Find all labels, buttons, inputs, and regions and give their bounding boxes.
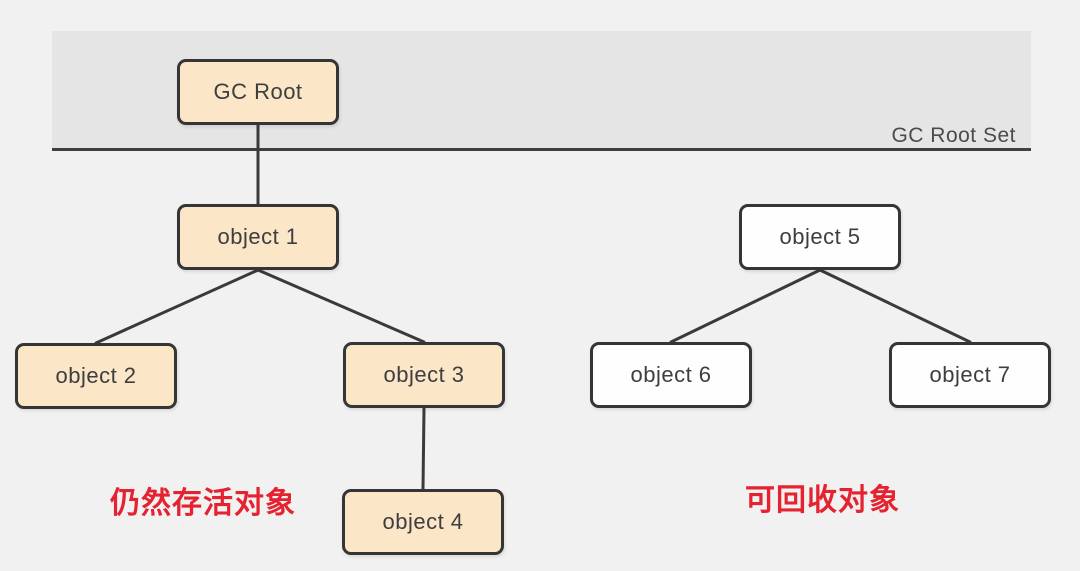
node-gc-root: GC Root	[177, 59, 339, 125]
edge-object3-object4	[421, 406, 426, 491]
node-object-6: object 6	[590, 342, 752, 408]
node-object-5: object 5	[739, 204, 901, 270]
edge-object1-object2	[94, 268, 260, 345]
edge-object5-object7	[818, 268, 972, 344]
node-object-3: object 3	[343, 342, 505, 408]
node-object-2: object 2	[15, 343, 177, 409]
edge-object1-object3	[256, 268, 426, 344]
node-object-4: object 4	[342, 489, 504, 555]
alive-objects-caption: 仍然存活对象	[110, 487, 296, 520]
node-object-7: object 7	[889, 342, 1051, 408]
node-object-1: object 1	[177, 204, 339, 270]
recyclable-objects-caption: 可回收对象	[745, 484, 900, 517]
edge-object5-object6	[669, 268, 822, 344]
gc-root-set-label: GC Root Set	[891, 124, 1016, 147]
